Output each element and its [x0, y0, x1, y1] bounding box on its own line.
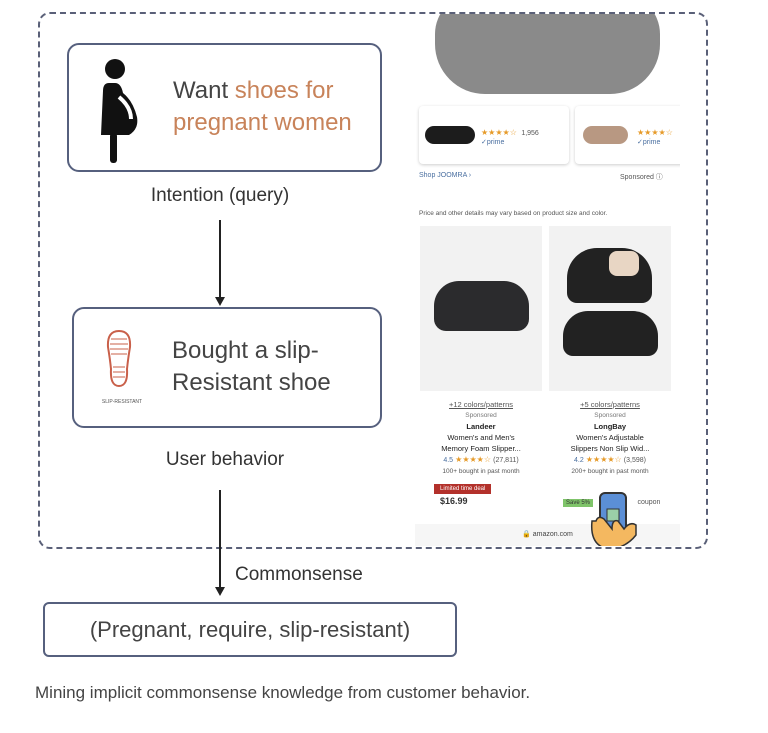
product-image-2[interactable]: [549, 226, 671, 391]
query-highlight: shoes for: [234, 77, 334, 104]
product-image-1[interactable]: [420, 226, 542, 391]
bought-count: 100+ bought in past month: [442, 468, 520, 475]
arrow-head-2: [215, 587, 225, 596]
query-label: Intention (query): [150, 185, 290, 206]
tan-slide-image: [583, 126, 628, 144]
arrow-line: [219, 220, 221, 298]
price-notice: Price and other details may vary based o…: [419, 210, 608, 217]
bought-count: 200+ bought in past month: [571, 468, 649, 475]
price: $16.99: [440, 496, 468, 506]
browser-url-bar: 🔒 amazon.com: [415, 524, 680, 546]
title[interactable]: Women's and Men's: [447, 433, 515, 442]
review-count: (27,811): [493, 457, 519, 464]
amazon-screenshot: ★★★★☆ 1,956 ✓prime ★★★★☆ ✓prime Shop JOO…: [415, 14, 680, 546]
title[interactable]: Slippers Non Slip Wid...: [570, 444, 650, 453]
behavior-node: SLIP-RESISTANT Bought a slip- Resistant …: [72, 307, 382, 428]
commonsense-triple-node: (Pregnant, require, slip-resistant): [43, 602, 457, 657]
arrow-line-2: [219, 490, 221, 588]
behavior-text-2: Resistant shoe: [172, 369, 331, 396]
brand: Landeer: [466, 422, 496, 431]
figure-caption: Mining implicit commonsense knowledge fr…: [35, 683, 531, 702]
pregnant-woman-icon: [101, 59, 138, 163]
stars: ★★★★☆: [585, 455, 622, 464]
slip-resistant-caption: SLIP-RESISTANT: [101, 399, 143, 405]
options-link[interactable]: +5 colors/patterns: [580, 400, 640, 409]
shoe-sole-icon: [106, 329, 132, 388]
sponsored-label: Sponsored ⓘ: [620, 174, 663, 181]
shop-brand-link[interactable]: Shop JOOMRA ›: [419, 172, 472, 179]
rating: 4.2: [574, 457, 584, 464]
rating: 4.5: [443, 457, 454, 464]
arrow-head: [215, 297, 225, 306]
brand: LongBay: [593, 422, 627, 431]
coupon-label: coupon: [637, 499, 661, 506]
stars: ★★★★☆: [455, 455, 492, 464]
slide-sandal-image: [435, 14, 660, 94]
deal-badge: Limited time deal: [434, 484, 492, 494]
sponsored-tag: Sponsored: [465, 412, 497, 419]
query-highlight-2: pregnant women: [173, 109, 352, 136]
behavior-text-1: Bought a slip-: [172, 337, 319, 364]
save-badge: Save 5%: [563, 499, 594, 507]
edge-label: Commonsense: [235, 564, 363, 585]
prime-badge: ✓prime: [481, 139, 505, 146]
prime-badge: ✓prime: [637, 139, 661, 146]
product-1[interactable]: +12 colors/patterns Sponsored Landeer Wo…: [420, 399, 542, 507]
review-count: (3,598): [623, 457, 646, 464]
rating-stars: ★★★★☆: [481, 128, 517, 137]
hand-holding-phone-icon: [590, 492, 637, 546]
query-node: Want shoes for pregnant women: [67, 43, 382, 172]
black-slide-image: [425, 126, 475, 144]
sponsored-card-2[interactable]: ★★★★☆ ✓prime: [575, 106, 680, 164]
triple-text: (Pregnant, require, slip-resistant): [89, 616, 411, 642]
rating-stars: ★★★★☆: [637, 128, 673, 137]
sponsored-tag: Sponsored: [594, 412, 626, 419]
behavior-label: User behavior: [165, 449, 285, 470]
sponsored-card-1[interactable]: ★★★★☆ 1,956 ✓prime: [419, 106, 569, 164]
title[interactable]: Women's Adjustable: [576, 433, 644, 442]
product-2[interactable]: +5 colors/patterns Sponsored LongBay Wom…: [549, 399, 671, 509]
title[interactable]: Memory Foam Slipper...: [441, 444, 521, 453]
behavior-context-frame: [38, 12, 708, 549]
rating-count: 1,956: [521, 130, 539, 137]
options-link[interactable]: +12 colors/patterns: [449, 400, 513, 409]
query-text: Want: [173, 77, 235, 104]
